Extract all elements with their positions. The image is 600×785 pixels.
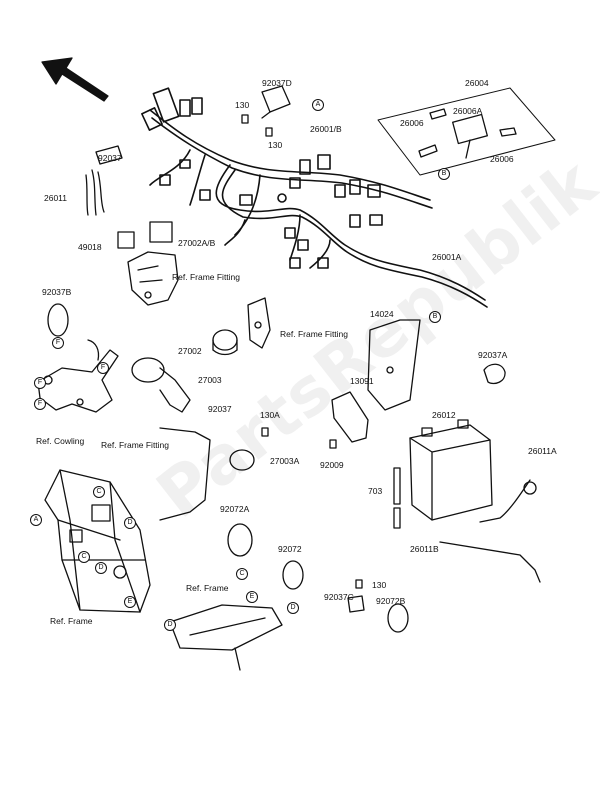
marker-D: D — [287, 602, 299, 614]
part-label-92072: 92072 — [278, 544, 302, 554]
marker-E: E — [246, 591, 258, 603]
front-arrow-icon — [41, 57, 109, 102]
subframe-illustration — [169, 604, 283, 671]
part-label-27003A: 27003A — [270, 456, 300, 466]
cable-26011B — [439, 541, 541, 583]
part-label-49018: 49018 — [78, 242, 102, 252]
marker-E: E — [124, 596, 136, 608]
ref-label-frame-fitting: Ref. Frame Fitting — [101, 440, 170, 450]
marker-F: F — [52, 337, 64, 349]
part-label-92072A: 92072A — [220, 504, 250, 514]
part-label-92037: 92037 — [98, 153, 122, 163]
band-92072B — [387, 603, 409, 633]
part-label-92037A: 92037A — [478, 350, 508, 360]
marker-F: F — [34, 398, 46, 410]
battery-26012 — [409, 419, 493, 521]
part-label-130A: 130A — [260, 410, 280, 420]
bracket-ref-frame-2 — [247, 297, 271, 349]
part-label-130: 130 — [235, 100, 250, 110]
ref-label-cowling: Ref. Cowling — [36, 436, 85, 446]
part-label-92037D: 92037D — [262, 78, 292, 88]
band-92072 — [282, 560, 304, 590]
relay-box-26004 — [377, 87, 556, 176]
part-label-92072B: 92072B — [376, 596, 406, 606]
marker-A: A — [30, 514, 42, 526]
marker-D: D — [124, 517, 136, 529]
frame-illustration — [44, 469, 151, 613]
part-label-92009: 92009 — [320, 460, 344, 470]
marker-F: F — [97, 362, 109, 374]
marker-F: F — [34, 377, 46, 389]
part-label-14024: 14024 — [370, 309, 394, 319]
part-label-26011A: 26011A — [528, 446, 557, 456]
part-label-26006A: 26006A — [453, 106, 483, 116]
part-label-26006: 26006 — [490, 154, 514, 164]
tube-703 — [393, 467, 401, 529]
ref-label-frame-fitting: Ref. Frame Fitting — [172, 272, 241, 282]
marker-B: B — [429, 311, 441, 323]
harness-26011 — [85, 145, 123, 216]
part-label-92037B: 92037B — [42, 287, 72, 297]
part-label-92037C: 92037C — [324, 592, 354, 602]
horn-27002 — [212, 329, 238, 356]
horn-27003 — [131, 357, 191, 413]
bracket-ref-frame — [127, 251, 179, 306]
clamp-92037D-illustration — [261, 85, 291, 119]
part-label-27002AB: 27002A/B — [178, 238, 216, 248]
marker-A: A — [312, 99, 324, 111]
cowling-bracket — [37, 339, 119, 413]
relay-49018 — [117, 221, 173, 249]
battery-holder-14024 — [367, 319, 421, 411]
part-label-703: 703 — [368, 486, 383, 496]
marker-D: D — [164, 619, 176, 631]
band-92037B — [47, 303, 69, 337]
part-label-92037: 92037 — [208, 404, 232, 414]
part-label-130: 130 — [268, 140, 283, 150]
bracket-13091 — [331, 391, 369, 443]
part-label-26006: 26006 — [400, 118, 424, 128]
marker-C: C — [78, 551, 90, 563]
part-label-26004: 26004 — [465, 78, 489, 88]
band-92072A — [227, 523, 253, 557]
part-label-26001B: 26001/B — [310, 124, 342, 134]
marker-C: C — [236, 568, 248, 580]
bolt-illustrations — [241, 114, 363, 589]
main-harness-illustration — [141, 87, 488, 308]
part-label-26012: 26012 — [432, 410, 456, 420]
ref-label-frame-fitting: Ref. Frame Fitting — [280, 329, 349, 339]
marker-B: B — [438, 168, 450, 180]
clamp-92037C — [347, 595, 365, 613]
part-label-13091: 13091 — [350, 376, 374, 386]
marker-C: C — [93, 486, 105, 498]
part-label-130: 130 — [372, 580, 387, 590]
part-label-27002: 27002 — [178, 346, 202, 356]
ref-label-frame: Ref. Frame — [50, 616, 93, 626]
cable-26011A — [479, 479, 537, 523]
clip-92037A — [483, 363, 506, 385]
part-label-26001A: 26001A — [432, 252, 462, 262]
marker-D: D — [95, 562, 107, 574]
part-label-26011B: 26011B — [410, 544, 439, 554]
part-label-26011: 26011 — [44, 193, 68, 203]
horn-27003A — [159, 427, 255, 521]
part-label-27003: 27003 — [198, 375, 222, 385]
ref-label-frame: Ref. Frame — [186, 583, 229, 593]
